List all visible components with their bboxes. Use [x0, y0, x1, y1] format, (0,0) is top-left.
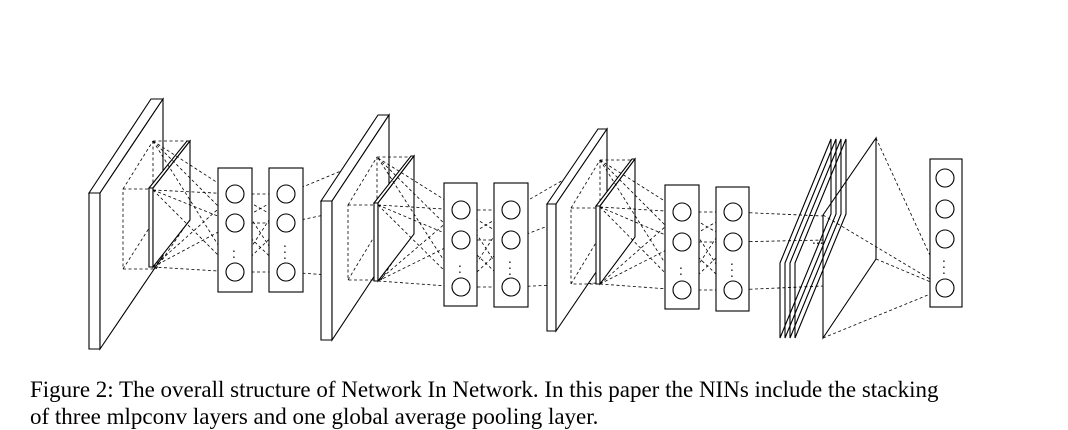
svg-text:.: .	[458, 256, 462, 270]
caption-line-1: Figure 2: The overall structure of Netwo…	[30, 377, 939, 402]
svg-text:.: .	[458, 262, 462, 276]
mlp-layer-2b: ...	[493, 182, 529, 308]
svg-text:.: .	[942, 257, 946, 271]
svg-text:.: .	[283, 248, 287, 262]
svg-text:.: .	[942, 251, 946, 265]
input-feature-map-3	[545, 127, 609, 333]
svg-text:.: .	[730, 266, 734, 280]
output-layer: ...	[929, 158, 963, 308]
svg-text:.: .	[679, 258, 683, 272]
svg-text:.: .	[679, 264, 683, 278]
figure-caption: Figure 2: The overall structure of Netwo…	[30, 376, 1040, 430]
input-feature-map-1	[87, 97, 165, 351]
output-feature-map-1	[147, 139, 192, 269]
svg-text:.: .	[942, 263, 946, 277]
svg-text:.: .	[730, 260, 734, 274]
mlp-layer-1a: ..	[217, 167, 253, 293]
feature-map-stack	[779, 138, 847, 339]
svg-text:.: .	[283, 236, 287, 250]
output-feature-map-2	[372, 154, 416, 283]
svg-text:.: .	[508, 264, 512, 278]
caption-line-2: of three mlpconv layers and one global a…	[30, 404, 599, 429]
mlpconv-block-2: .. ...	[319, 113, 599, 342]
receptive-field-2	[347, 204, 382, 281]
mlpconv-block-3: .. ...	[545, 127, 824, 333]
mlp-layer-3b: ...	[715, 186, 750, 312]
svg-text:.: .	[730, 254, 734, 268]
input-feature-map-2	[319, 113, 391, 342]
mlp-layer-1b: ...	[268, 167, 304, 293]
global-average-pooling: ... ...	[779, 136, 963, 340]
mlp-layer-2a: ..	[443, 182, 478, 307]
mlpconv-block-1: .. ...	[87, 97, 373, 351]
svg-text:.: .	[232, 247, 236, 261]
svg-text:.: .	[283, 242, 287, 256]
svg-text:.: .	[508, 252, 512, 266]
mlp-layer-3a: ..	[664, 184, 700, 310]
ellipsis-label: ...	[812, 233, 823, 247]
svg-text:.: .	[232, 241, 236, 255]
svg-text:.: .	[508, 258, 512, 272]
nin-architecture-diagram: .. ...	[87, 97, 963, 351]
